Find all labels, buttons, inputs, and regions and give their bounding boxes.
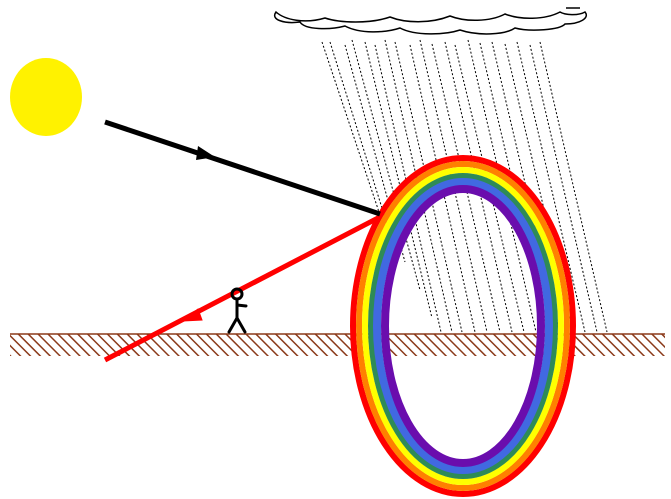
- rainbow-band-orange: [356, 161, 570, 491]
- rainbow-band-green: [368, 173, 558, 479]
- rainbow-band-yellow: [362, 167, 564, 485]
- rainbow-band-red: [350, 155, 576, 497]
- rainbow-band-blue: [373, 178, 553, 474]
- refracted-ray-arrowhead: [180, 308, 203, 322]
- observer: [227, 287, 248, 334]
- cloud: [273, 7, 587, 35]
- incoming-sunray: [104, 119, 381, 217]
- sun: [10, 58, 82, 136]
- rainbow-band-violet: [381, 185, 545, 467]
- incoming-ray-arrowhead: [196, 146, 215, 160]
- refracted-ray: [103, 215, 380, 363]
- rain-streaks: [321, 39, 608, 333]
- rainbow-ring: [350, 155, 576, 497]
